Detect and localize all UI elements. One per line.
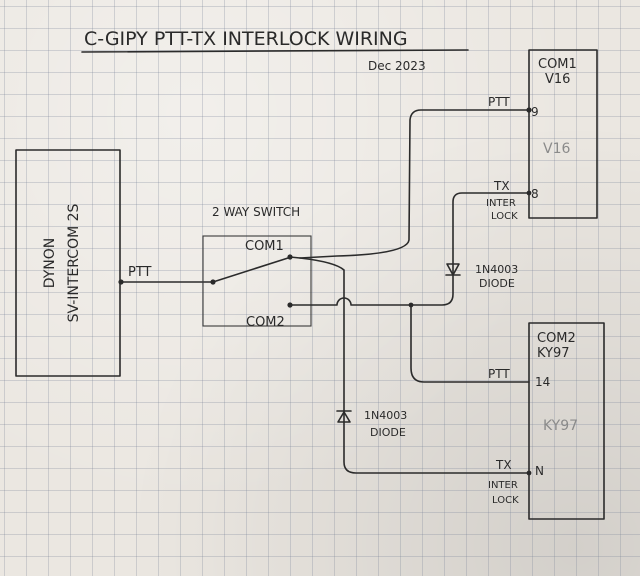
wire-com2-ptt xyxy=(289,297,530,383)
radio2-tx-node xyxy=(526,470,532,476)
radio1-tx-pin: 8 xyxy=(531,187,539,201)
radio2-tx-pin: N xyxy=(535,464,544,478)
wire-com1-ptt xyxy=(289,109,530,259)
diode2-part: 1N4003 xyxy=(364,409,407,422)
radio2-subtitle: KY97 xyxy=(537,346,570,361)
radio1-interlock-label: INTER xyxy=(486,198,516,209)
switch-label: 2 WAY SWITCH xyxy=(212,205,300,219)
intercom-ptt-label: PTT xyxy=(128,265,152,280)
switch-com1-label: COM1 xyxy=(245,239,284,254)
intercom-box xyxy=(15,149,121,377)
radio2-interlock-label2: LOCK xyxy=(492,495,519,506)
switch-com2-label: COM2 xyxy=(246,315,285,330)
radio2-ptt-label: PTT xyxy=(488,367,510,381)
switch-box xyxy=(202,235,312,327)
radio2-ptt-pin: 14 xyxy=(535,375,550,389)
radio1-ptt-pin: 9 xyxy=(531,105,539,119)
radio2-interlock-label: INTER xyxy=(488,480,518,491)
radio1-ptt-label: PTT xyxy=(488,95,510,109)
radio1-tx-node xyxy=(526,190,532,196)
diagram-date: Dec 2023 xyxy=(368,59,426,73)
switch-lever xyxy=(212,257,289,283)
radio2-box xyxy=(528,322,605,520)
wire-radio1-interlock xyxy=(410,192,530,306)
diode2-type: DIODE xyxy=(370,426,406,439)
diode2-symbol xyxy=(336,410,352,423)
diode1-part: 1N4003 xyxy=(475,263,518,276)
radio1-title: COM1 xyxy=(538,57,577,72)
wire-radio2-interlock xyxy=(299,257,530,474)
radio1-tx-label: TX xyxy=(493,179,510,193)
intercom-name: DYNON xyxy=(42,238,58,289)
radio1-ptt-node xyxy=(526,107,532,113)
diode1-type: DIODE xyxy=(479,277,515,290)
radio1-box xyxy=(528,49,598,219)
diode1-symbol xyxy=(445,263,461,276)
radio2-tx-label: TX xyxy=(495,458,512,472)
radio1-model: V16 xyxy=(543,141,570,157)
intercom-model: SV-INTERCOM 2S xyxy=(66,203,82,322)
diagram-title: C-GIPY PTT-TX INTERLOCK WIRING xyxy=(84,28,408,50)
radio1-subtitle: V16 xyxy=(545,72,570,87)
radio2-title: COM2 xyxy=(537,331,576,346)
radio2-model: KY97 xyxy=(543,418,578,434)
title-underline xyxy=(81,49,469,53)
intercom-label: DYNON SV-INTERCOM 2S xyxy=(42,203,82,322)
radio1-interlock-label2: LOCK xyxy=(491,211,518,222)
